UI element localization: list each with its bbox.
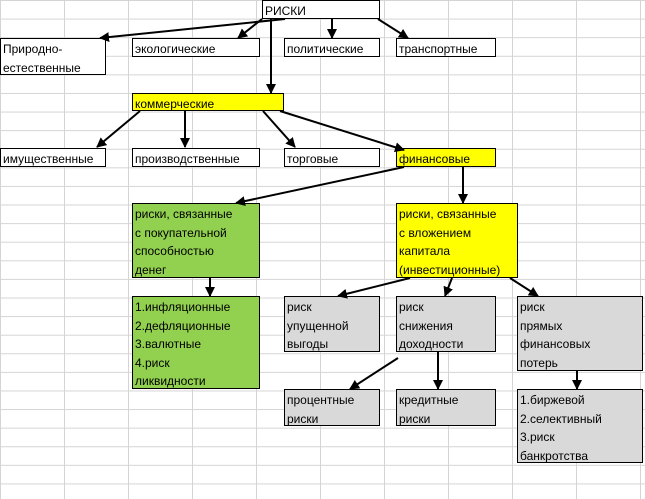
arrow-financial-to-purchasing-power xyxy=(235,166,405,207)
arrow-root-to-natural xyxy=(99,18,286,43)
arrow-commercial-to-trade xyxy=(262,110,296,148)
node-commercial-risks: коммерческие xyxy=(132,93,284,111)
node-production-risks: производственные xyxy=(132,148,260,167)
node-trade-risks: торговые xyxy=(284,148,380,167)
node-financial-risks: финансовые xyxy=(396,148,496,167)
node-direct-financial-losses-risk: риск прямых финансовых потерь xyxy=(517,296,643,371)
arrow-commercial-to-financial xyxy=(279,110,405,153)
arrow-commercial-to-property xyxy=(96,110,141,148)
node-yield-decline-risk: риск снижения доходности xyxy=(396,296,496,352)
node-transport-risks: транспортные xyxy=(396,38,496,57)
node-credit-risks: кредитные риски xyxy=(396,389,496,426)
node-lost-profit-risk: риск упущенной выгоды xyxy=(284,296,380,352)
arrow-yield-decline-to-interest xyxy=(349,357,399,390)
arrow-investment-to-lost-profit xyxy=(337,277,411,299)
node-direct-losses-list: 1.биржевой 2.селективный 3.риск банкротс… xyxy=(517,389,643,463)
node-property-risks: имущественные xyxy=(0,148,106,167)
arrow-root-to-transport xyxy=(377,18,409,39)
node-natural-risks: Природно- естественные xyxy=(0,38,106,75)
node-investment-risks: риски, связанные с вложением капитала (и… xyxy=(396,203,518,278)
node-risks-root: РИСКИ xyxy=(262,0,380,19)
node-interest-risks: процентные риски xyxy=(284,389,380,426)
arrow-investment-to-yield-decline xyxy=(443,277,453,297)
node-political-risks: политические xyxy=(284,38,380,57)
node-purchasing-power-list: 1.инфляционные 2.дефляционные 3.валютные… xyxy=(132,296,260,389)
node-purchasing-power-risks: риски, связанные с покупательной способн… xyxy=(132,203,260,278)
arrow-investment-to-direct-losses xyxy=(509,277,539,297)
node-ecological-risks: экологические xyxy=(132,38,260,57)
arrow-root-to-ecological xyxy=(237,18,263,39)
